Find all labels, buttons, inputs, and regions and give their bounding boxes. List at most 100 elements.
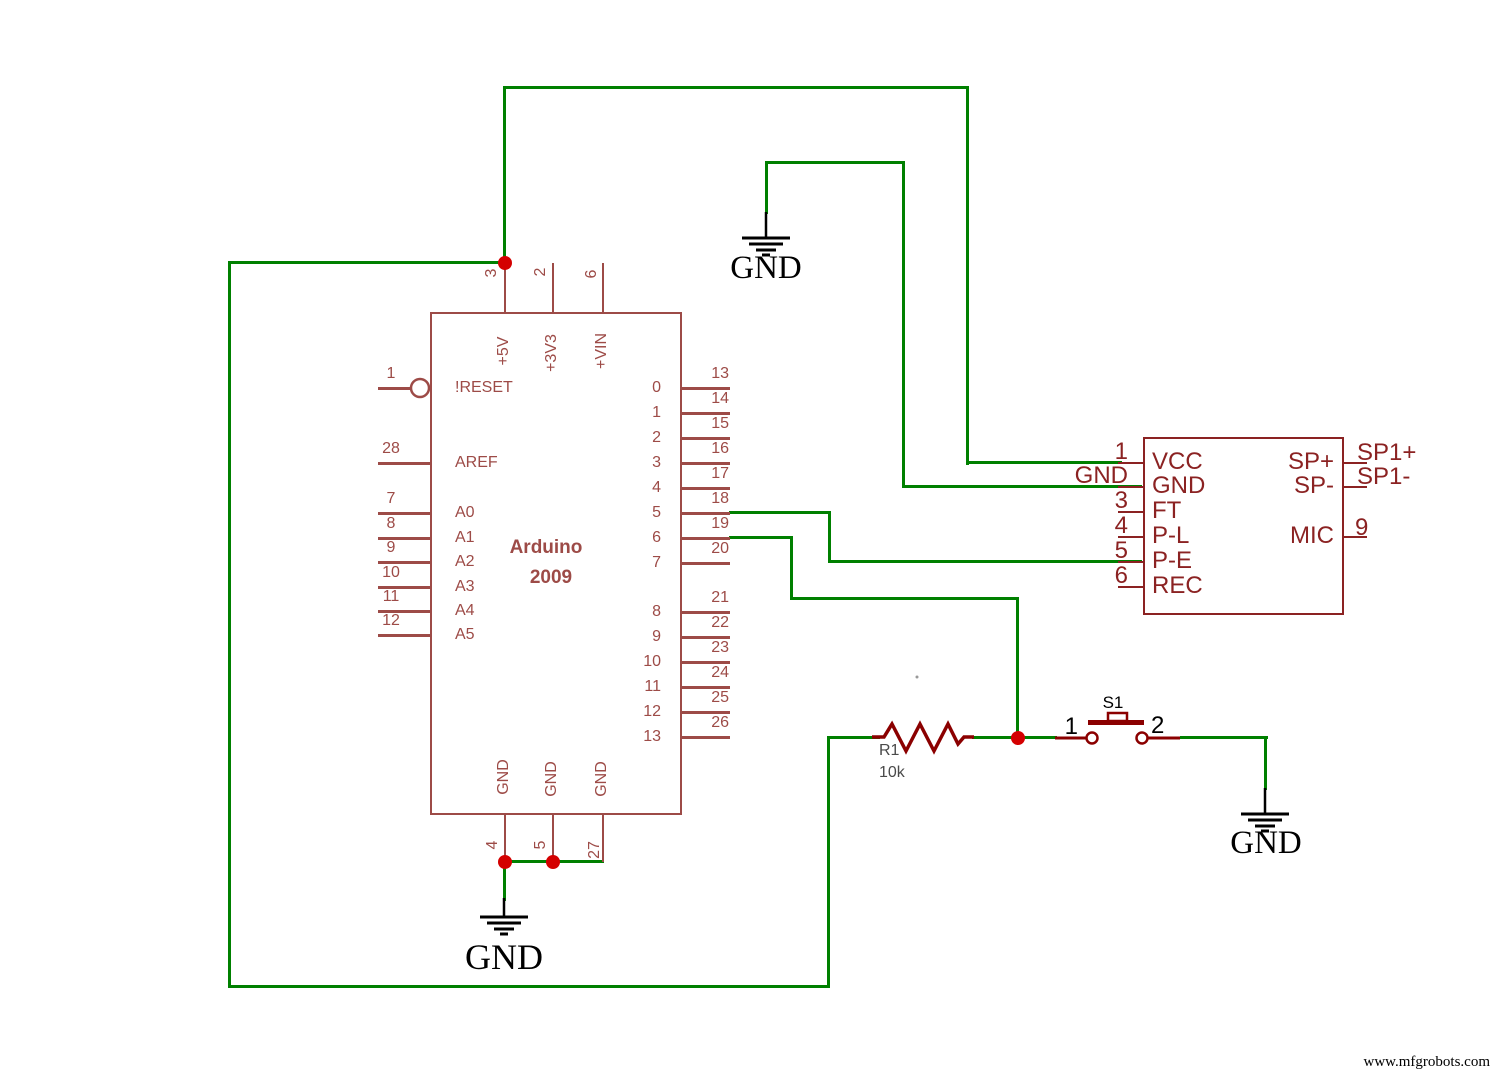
sound-module-body: [1143, 437, 1344, 615]
pin-lead-d10: [680, 661, 730, 664]
pin-number: 8: [386, 515, 396, 532]
pin-name-a0: A0: [455, 504, 475, 521]
junction-dot: [498, 855, 512, 869]
pin-lead-a5: [378, 634, 430, 637]
reset-bubble-icon: [409, 377, 431, 399]
pin-lead-d4: [680, 487, 730, 490]
ground-symbol-right: [1241, 788, 1289, 833]
module-lead-sp-minus: [1342, 485, 1367, 488]
pin-lead-reset: [378, 387, 411, 390]
pin-number: 5: [1114, 537, 1128, 564]
pin-lead-a3: [378, 586, 430, 589]
pin-number: 20: [711, 540, 729, 557]
pin-number: SP1-: [1357, 463, 1411, 490]
pin-number: 28: [382, 440, 400, 457]
pin-name-a5: A5: [455, 626, 475, 643]
pin-number: 4: [1114, 512, 1128, 539]
wire-gnd-down: [902, 161, 905, 488]
pin-name: 0: [652, 379, 661, 396]
module-lead-ft: [1118, 510, 1143, 513]
pin-lead-d7: [680, 562, 730, 565]
pin-name-a3: A3: [455, 578, 475, 595]
pin-number: 24: [711, 664, 729, 681]
pin-name: 6: [652, 529, 661, 546]
pin-number: 3: [1114, 487, 1128, 514]
ground-label-arduino: GND: [465, 937, 543, 977]
pin-number: 9: [386, 539, 396, 556]
pin-name-sp-minus: SP-: [1293, 472, 1334, 499]
pin-name-pl: P-L: [1152, 522, 1190, 549]
arduino-title: Arduino: [509, 537, 583, 558]
pin-number: 19: [711, 515, 729, 532]
pin-lead-d13: [680, 736, 730, 739]
wire-topgnd-run: [765, 161, 905, 164]
wire-resistor-left: [827, 736, 880, 739]
pin-name-vcc: VCC: [1152, 448, 1203, 475]
ground-symbol-arduino: [480, 898, 528, 936]
wire-pin19-to-node: [1016, 597, 1019, 738]
pin-number: 21: [711, 589, 729, 606]
pin-number: SP1+: [1357, 439, 1417, 466]
junction-dot: [546, 855, 560, 869]
pin-lead-d8: [680, 611, 730, 614]
pin-name-ft: FT: [1152, 497, 1182, 524]
pin-lead-a1: [378, 537, 430, 540]
pin-number: 6: [1114, 562, 1128, 589]
pin-number: 18: [711, 490, 729, 507]
pin-lead-d5: [680, 512, 730, 515]
pin-lead-aref: [378, 462, 430, 465]
pin-number: 12: [382, 612, 400, 629]
pin-name: 12: [643, 703, 661, 720]
pin-number: 1: [386, 365, 396, 382]
pin-name: 13: [643, 728, 661, 745]
pin-number: 11: [382, 588, 400, 605]
pin-number: 16: [711, 440, 729, 457]
pin-number: 17: [711, 465, 729, 482]
ground-label-top: GND: [730, 250, 802, 286]
pin-name-rec: REC: [1152, 572, 1203, 599]
watermark: www.mfgrobots.com: [1363, 1054, 1490, 1070]
wire-left-side: [228, 261, 231, 988]
pin-number: 23: [711, 639, 729, 656]
module-lead-rec: [1118, 585, 1143, 588]
arduino-body: [430, 312, 682, 815]
pin-name: 1: [652, 404, 661, 421]
wire-gnd-to-module: [902, 485, 1142, 488]
pin-name-a4: A4: [455, 602, 475, 619]
module-lead-gnd: [1118, 485, 1143, 488]
pin-number: 9: [1355, 514, 1369, 541]
wire-pin18-drop: [828, 511, 831, 563]
pin-name: 11: [644, 678, 661, 695]
pin-name-pe: P-E: [1152, 547, 1193, 574]
pin-lead-5v: [503, 263, 507, 312]
pin-number: GND: [1074, 462, 1128, 489]
pin-name-mic: MIC: [1290, 522, 1334, 549]
pin-name: 10: [643, 653, 661, 670]
pin-lead-d0: [680, 387, 730, 390]
pin-name: 3: [652, 454, 661, 471]
pin-number: 15: [711, 415, 729, 432]
pin-name-sp-plus: SP+: [1287, 448, 1334, 475]
pin-name-a2: A2: [455, 553, 475, 570]
wire-gndpins-stem: [503, 860, 506, 901]
arduino-subtitle: 2009: [529, 567, 573, 588]
wire-pin19-out: [729, 536, 793, 539]
module-lead-pl: [1118, 535, 1143, 538]
pin-name: 4: [652, 479, 661, 496]
pin-number: 22: [711, 614, 729, 631]
junction-dot: [1011, 731, 1025, 745]
pin-lead-gnd3: [601, 813, 605, 862]
resistor-ref: R1: [879, 742, 900, 759]
wire-pin19-run: [790, 597, 1019, 600]
pin-name-reset: !RESET: [455, 379, 513, 396]
wire-5v-down: [966, 86, 969, 465]
pin-number: 1: [1114, 438, 1128, 465]
resistor-symbol: [872, 720, 974, 755]
pin-name: 2: [652, 429, 661, 446]
wire-5v-top: [503, 86, 969, 89]
pin-number: 25: [711, 689, 729, 706]
wire-left-top: [228, 261, 506, 264]
pin-lead-d12: [680, 711, 730, 714]
switch-pin2: 2: [1151, 712, 1165, 739]
